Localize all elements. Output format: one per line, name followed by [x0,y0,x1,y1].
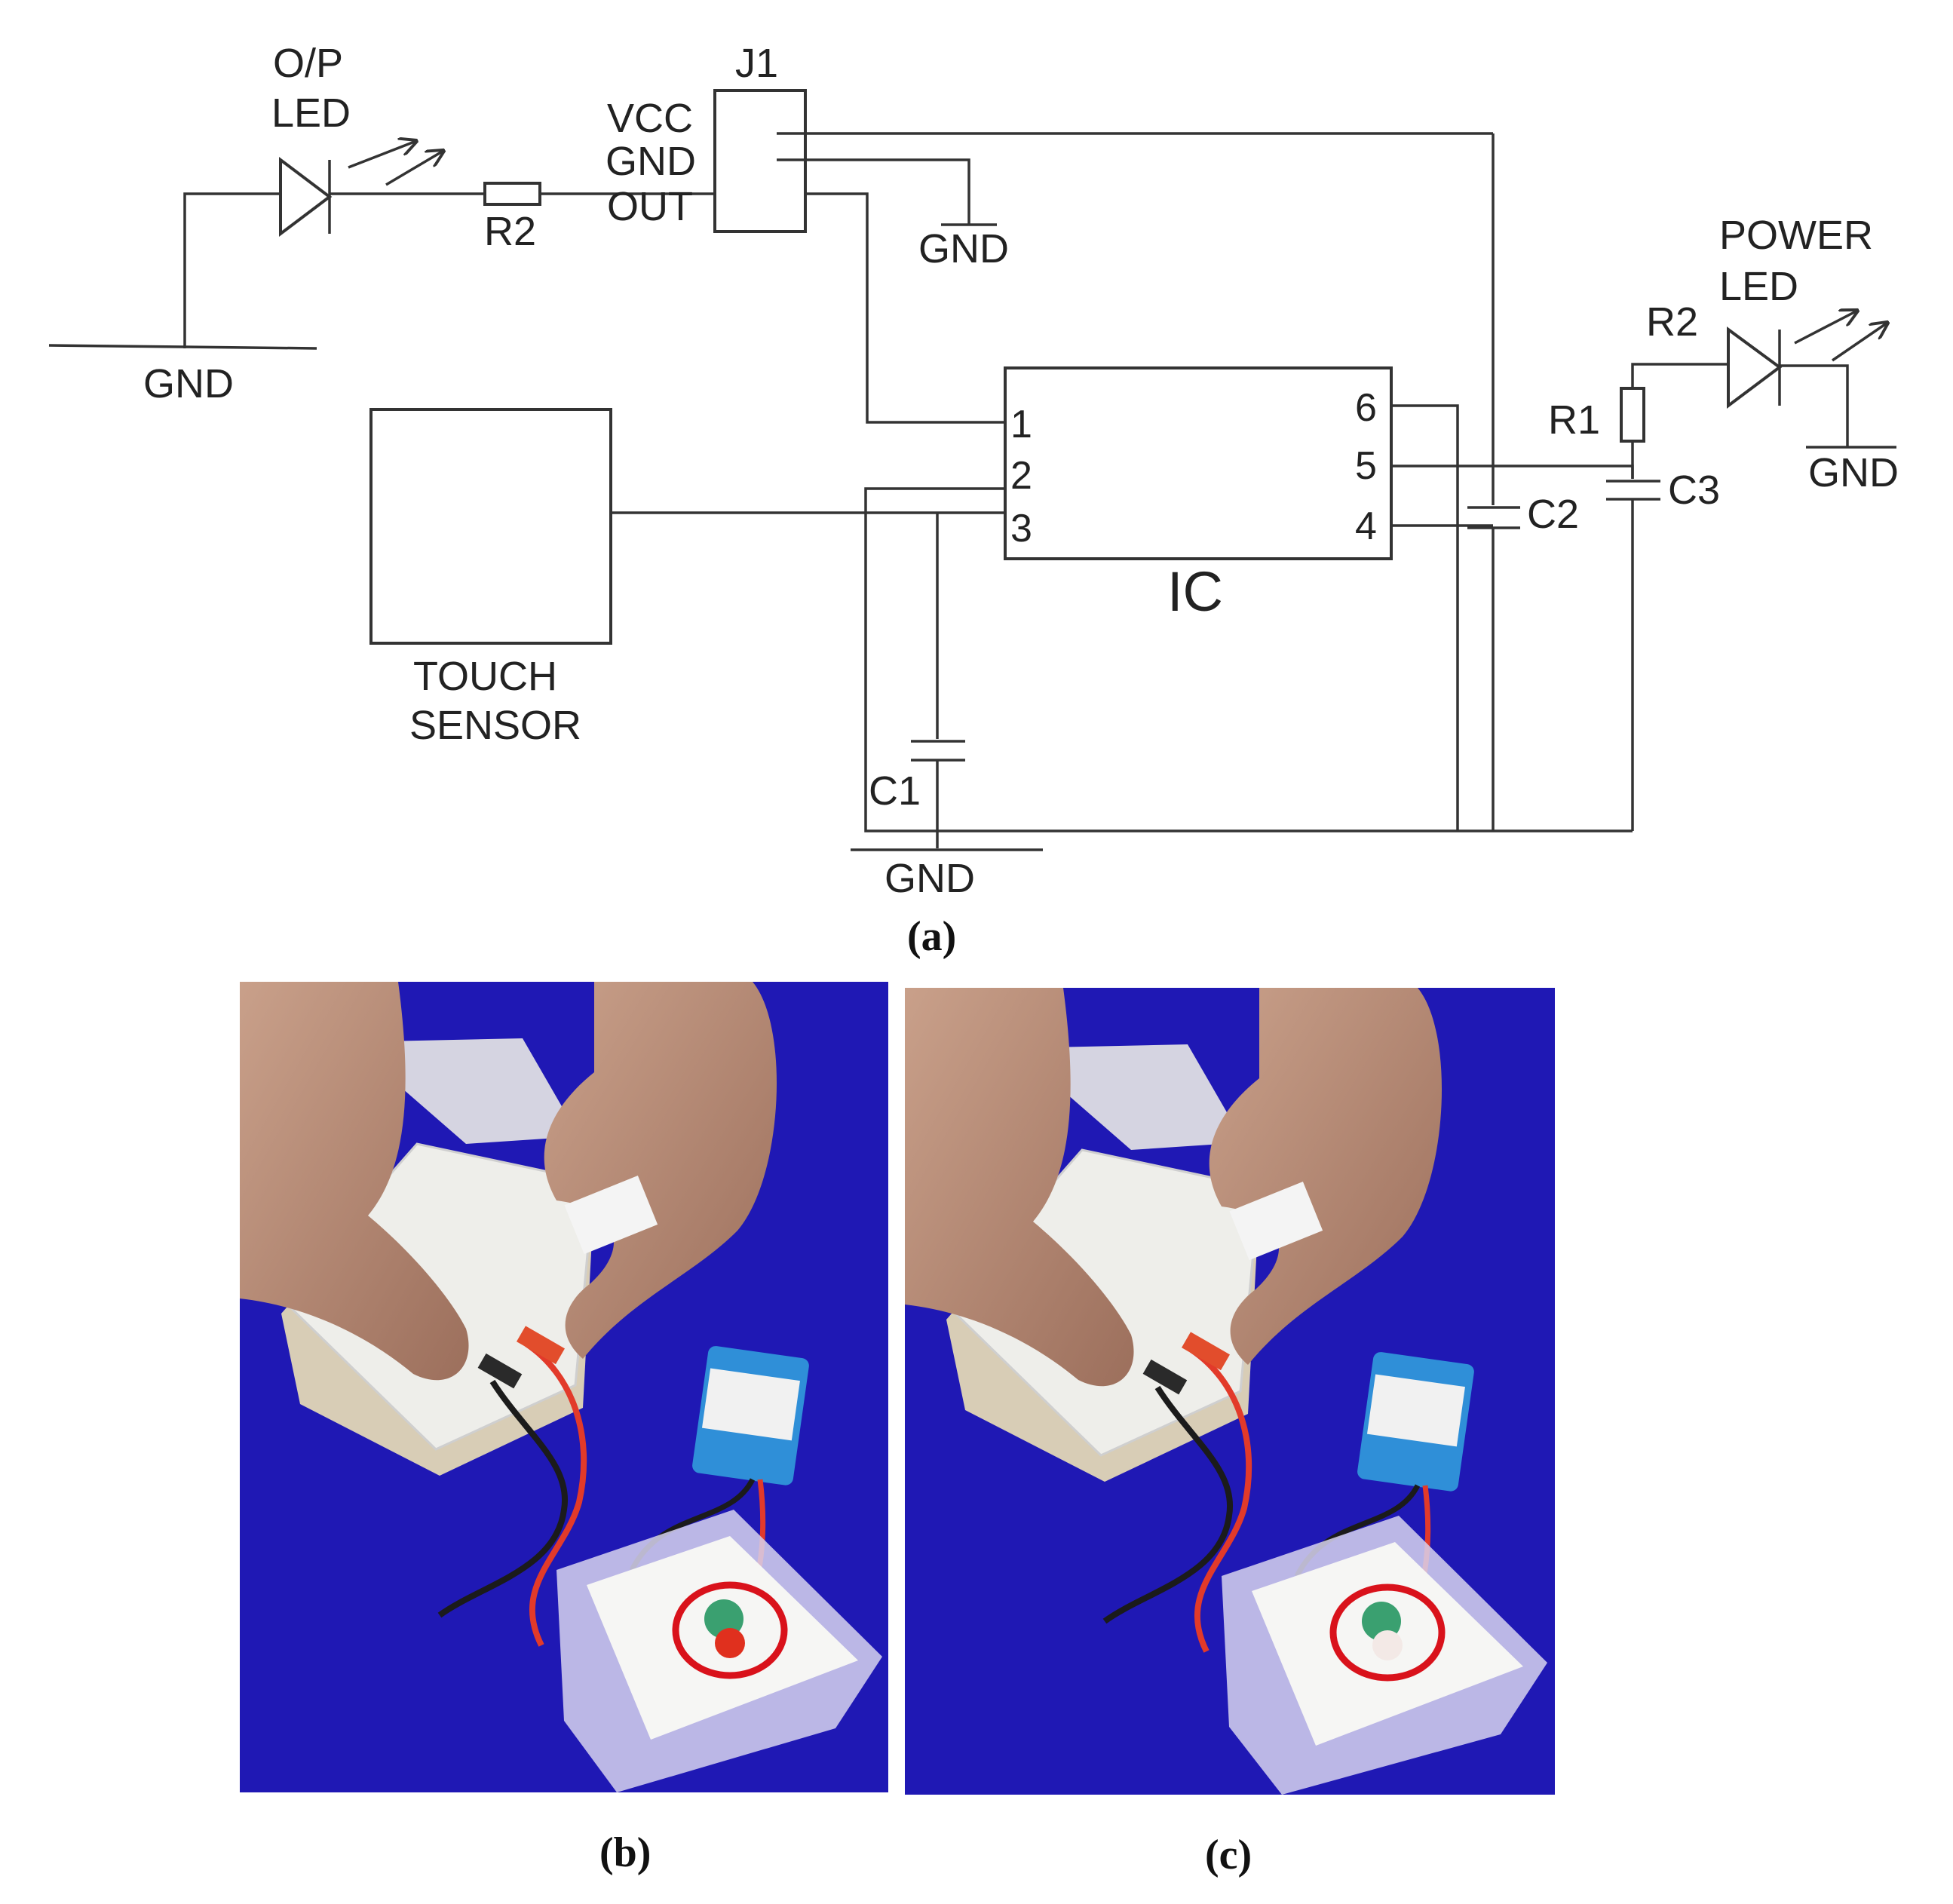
left-hand [240,982,469,1381]
ic-pin-6: 6 [1355,386,1377,430]
wire-gnd-to-led [183,192,281,348]
c1-label: C1 [869,768,921,814]
j1-connector [713,89,1493,424]
sensor-label-card [564,1175,658,1255]
r2-left-resistor [483,182,541,206]
r1-resistor [1620,387,1645,443]
caption-b: (b) [599,1829,651,1876]
gnd-bottom-label: GND [885,856,975,901]
touch-sensor-label-1: TOUCH [413,654,557,699]
gnd-left-label: GND [143,361,234,406]
op-led-label-2: LED [271,90,351,136]
r1-label: R1 [1548,397,1600,443]
highlight-circle [672,1581,788,1679]
j1-label: J1 [735,41,778,86]
gnd-j1-label: GND [918,226,1009,271]
ground-bus [864,487,1633,832]
r2-left-label: R2 [484,209,536,254]
red-wire [524,1341,587,1647]
photo-led-off [905,988,1555,1795]
ic-pin-3: 3 [1010,507,1032,550]
photo-led-on [240,982,888,1792]
power-led-symbol [1727,327,1783,409]
red-wire [1189,1347,1252,1653]
touch-sensor-label-2: SENSOR [409,703,581,748]
right-hand [1209,988,1443,1365]
black-wire [437,1379,569,1618]
power-led-label-1: POWER [1719,213,1873,258]
caption-c: (c) [1205,1832,1252,1878]
indicator-led-on [715,1628,745,1658]
highlight-circle [1329,1584,1446,1682]
left-hand [905,988,1134,1387]
r2-right-label: R2 [1646,299,1698,345]
ic-pin-5: 5 [1355,444,1377,488]
op-led-branch [48,141,715,350]
power-led-label-2: LED [1719,264,1798,309]
op-led-symbol [279,156,333,238]
sensor-label-card [1229,1181,1323,1261]
ic-block [1004,366,1393,560]
ic-pin-2: 2 [1010,454,1032,498]
c2-label: C2 [1527,492,1579,537]
circuit-schematic: O/P LED J1 VCC GND OUT R2 GND GND POWER … [48,41,1899,901]
indicator-led-off [1372,1630,1403,1660]
op-led-label-1: O/P [273,41,343,86]
ic-label: IC [1167,560,1223,623]
j1-pin-out: OUT [607,184,693,229]
caption-a: (a) [907,913,956,960]
gnd-power-label: GND [1808,450,1899,495]
c3-label: C3 [1668,468,1720,513]
j1-pin-gnd: GND [606,139,696,184]
touch-sensor-box [369,408,612,645]
j1-pin-vcc: VCC [607,96,693,141]
ic-pin-1: 1 [1010,403,1032,446]
ic-pin-4: 4 [1355,504,1377,548]
right-hand [544,982,777,1359]
gnd-bar-left [48,344,317,350]
black-wire [1102,1385,1234,1624]
